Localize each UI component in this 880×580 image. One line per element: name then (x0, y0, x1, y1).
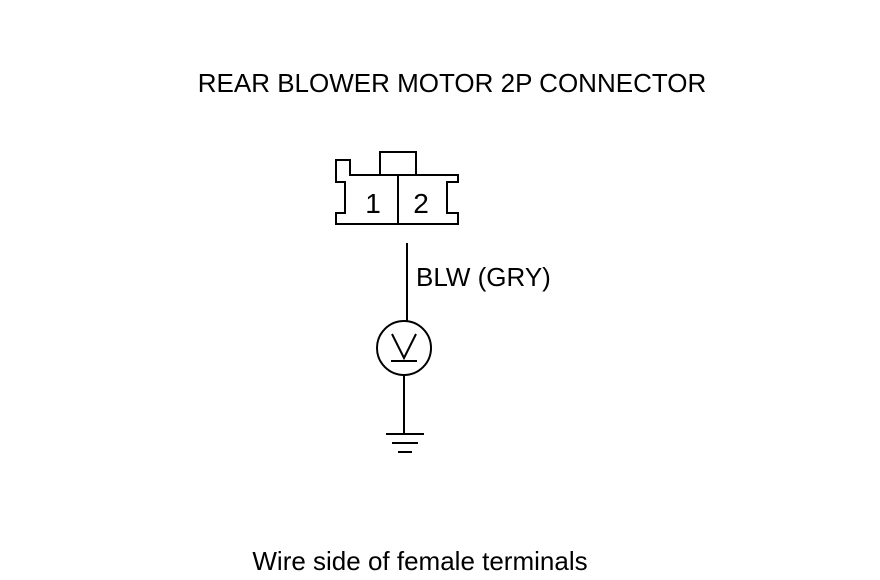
diagram-title: REAR BLOWER MOTOR 2P CONNECTOR (198, 68, 707, 98)
ground-icon (386, 433, 424, 453)
connector-housing (335, 159, 459, 225)
wire-label: BLW (GRY) (416, 262, 551, 292)
terminal-1-label: 1 (365, 188, 381, 219)
connector-lock-tab (379, 151, 417, 175)
terminal-2-label: 2 (413, 188, 429, 219)
connector-2p: 1 2 (335, 151, 459, 225)
voltmeter-icon (376, 320, 432, 376)
footer-caption: Wire side of female terminals (252, 546, 587, 576)
